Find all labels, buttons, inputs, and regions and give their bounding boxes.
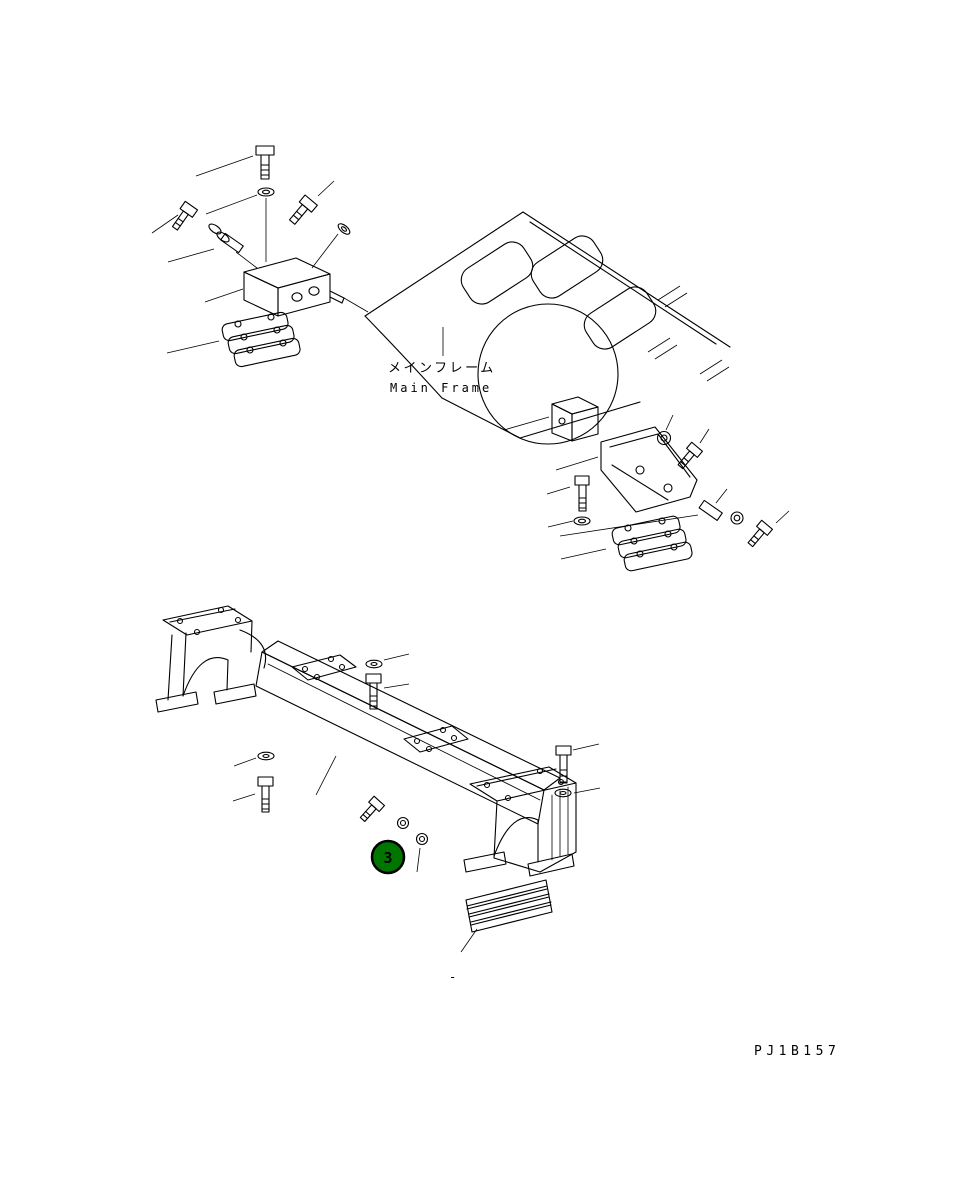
gusset-bracket (600, 426, 698, 513)
washer (415, 832, 429, 846)
bolt (365, 673, 382, 710)
right-support-tower (463, 766, 577, 877)
leader-lines-top-left (151, 155, 335, 354)
callout-number: 3 (383, 849, 392, 867)
washer (730, 511, 744, 525)
plate (698, 499, 723, 521)
assembly-lines (235, 198, 369, 313)
washer (396, 816, 410, 830)
step-grate (465, 879, 553, 933)
bolt (257, 776, 274, 813)
washer (208, 223, 222, 235)
mount-bracket (243, 257, 345, 317)
bolt (677, 441, 704, 470)
washer (554, 788, 572, 798)
bolt (574, 475, 590, 512)
washer (656, 430, 672, 446)
plate (220, 232, 244, 254)
bolt (171, 200, 199, 231)
bolt (255, 145, 275, 180)
leader-lines-bottom (232, 653, 601, 953)
shim-stack (221, 311, 301, 368)
bolt (747, 519, 774, 548)
break-marks (647, 285, 730, 382)
doc-code: PJ1B157 (754, 1044, 840, 1059)
main-frame-outline (364, 211, 731, 445)
separator-dash: - (449, 970, 459, 984)
callout-circle[interactable] (370, 839, 406, 875)
frame-label-japanese: メインフレーム (388, 361, 496, 376)
washer (337, 223, 351, 235)
frame-label-english: Main Frame (390, 381, 492, 395)
left-support-tower (155, 605, 267, 713)
washer (257, 751, 275, 761)
bolt (288, 194, 318, 225)
small-bracket (551, 396, 599, 442)
shim-stack (611, 515, 693, 572)
washer (257, 187, 275, 197)
washer (573, 516, 591, 526)
washer (365, 659, 383, 669)
bolt (359, 795, 386, 823)
callout-balloon-3[interactable]: 3 (370, 839, 406, 875)
bolt (555, 745, 572, 784)
